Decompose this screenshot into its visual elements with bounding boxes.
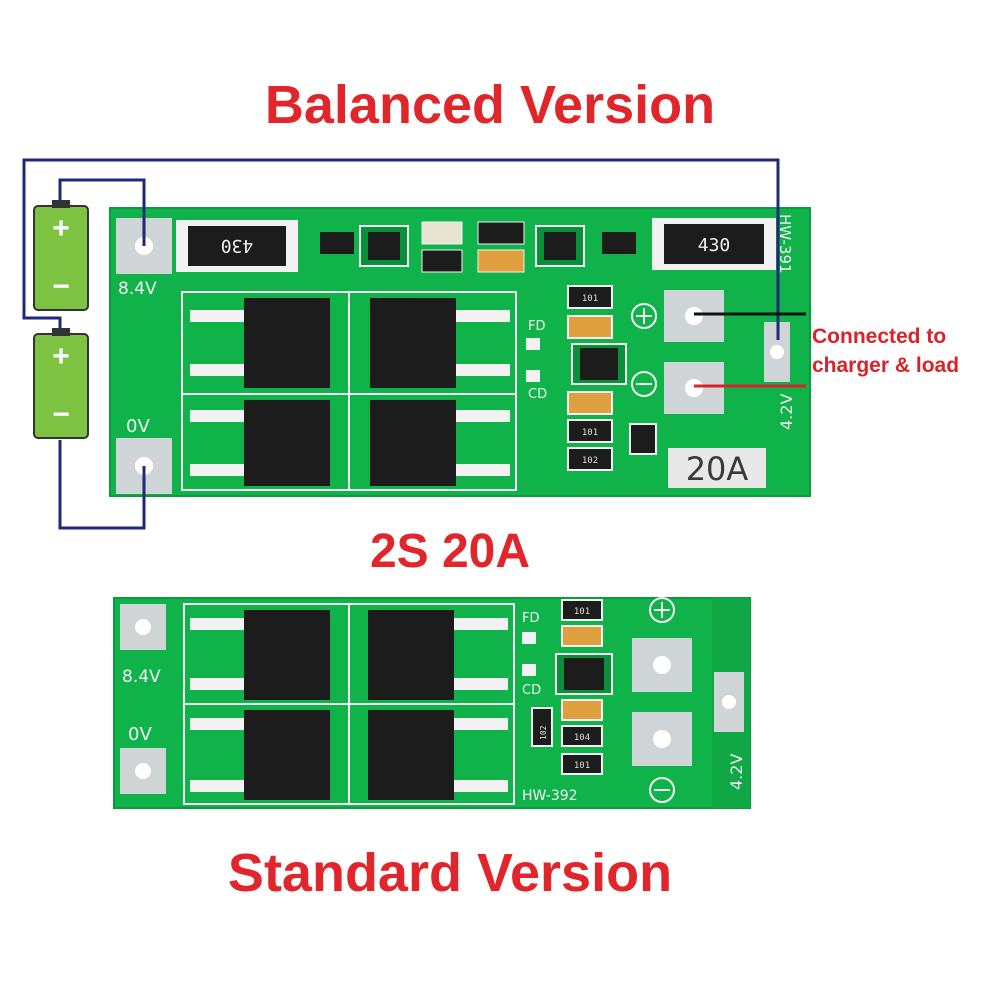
mosfet-2 <box>370 298 456 388</box>
balanced-version-heading: Balanced Version <box>264 75 716 135</box>
mosfet-3 <box>244 400 330 486</box>
std-mosfet-3 <box>244 710 330 800</box>
mosfet-1 <box>244 298 330 388</box>
fd-label: FD <box>528 319 546 334</box>
resistor-left-label: 430 <box>221 235 254 256</box>
std-smd-102: 102 <box>539 725 548 740</box>
battery-top-minus: − <box>52 270 70 303</box>
smd-102: 102 <box>582 456 598 466</box>
std-model-label: HW-392 <box>522 788 578 804</box>
callout-line-1: Connected to <box>812 325 947 348</box>
pad-0v-label: 0V <box>126 416 150 437</box>
std-pad-42v-label: 4.2V <box>727 754 746 790</box>
std-cd-label: CD <box>522 683 541 698</box>
pad-42v-label: 4.2V <box>777 394 796 430</box>
callout-text: Connected to charger & load <box>812 322 959 380</box>
model-label: HW-391 <box>776 214 794 274</box>
std-fd-label: FD <box>522 611 540 626</box>
resistor-right-label: 430 <box>698 235 731 256</box>
battery-bottom: + − <box>33 328 89 439</box>
standard-board: 8.4V 0V FD CD 101 104 101 102 HW-392 <box>113 597 751 809</box>
pad-84v-label: 8.4V <box>118 279 157 299</box>
standard-version-heading: Standard Version <box>227 843 673 903</box>
callout-line-2: charger & load <box>812 354 960 377</box>
std-smd-101-a: 101 <box>574 607 590 617</box>
std-mosfet-4 <box>368 710 454 800</box>
rating-heading: 2S 20A <box>369 525 531 578</box>
smd-101-b: 101 <box>582 428 598 438</box>
battery-bottom-minus: − <box>52 398 70 431</box>
std-smd-104: 104 <box>574 733 590 743</box>
smd-101-a: 101 <box>582 294 598 304</box>
cd-label: CD <box>528 387 547 402</box>
std-pad-0v-label: 0V <box>128 724 152 745</box>
balanced-board: 8.4V 0V 430 430 FD <box>109 207 811 497</box>
wiring <box>22 158 806 530</box>
battery-top-plus: + <box>52 212 70 245</box>
std-mosfet-1 <box>244 610 330 700</box>
battery-bottom-plus: + <box>52 340 70 373</box>
rating-badge <box>668 448 766 488</box>
rating-label: 20A <box>686 450 749 488</box>
std-mosfet-2 <box>368 610 454 700</box>
mosfet-4 <box>370 400 456 486</box>
std-pad-84v-label: 8.4V <box>122 667 161 687</box>
std-smd-101-b: 101 <box>574 761 590 771</box>
battery-top: + − <box>33 200 89 311</box>
